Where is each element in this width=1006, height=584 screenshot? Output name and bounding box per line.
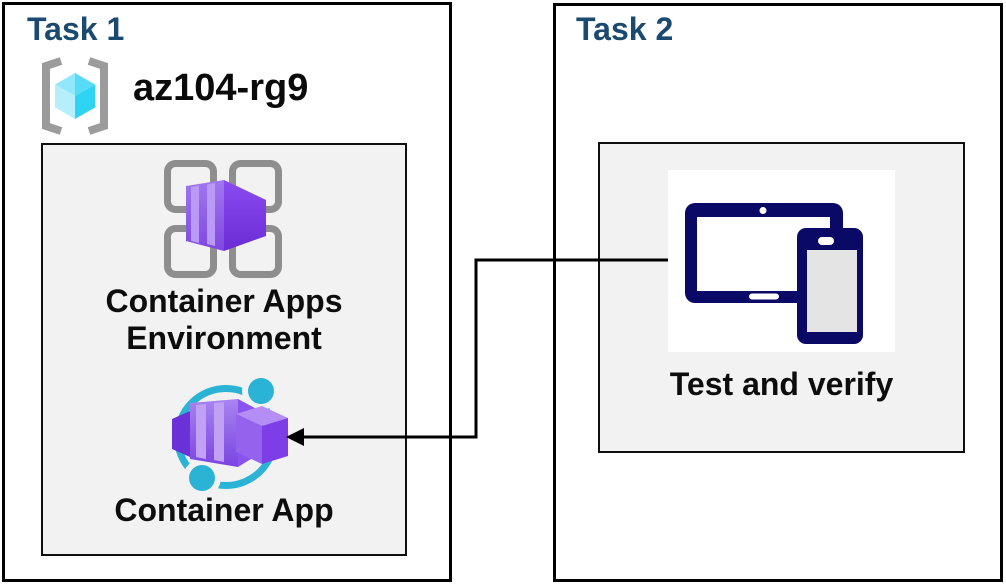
bracket-right [87,57,108,135]
container-apps-environment-icon [164,160,282,278]
verify-label: Test and verify [669,366,894,402]
task2-title: Task 2 [576,11,674,47]
tablet-home-button [749,293,779,300]
phone-speaker [818,237,834,245]
phone-screen [807,250,857,332]
resource-group-icon [33,57,117,135]
ring-dot-top [248,378,274,404]
resource-group-label: az104-rg9 [133,67,309,109]
task1-title: Task 1 [27,11,125,47]
container-box [186,180,266,251]
bracket-left [42,57,63,135]
ring-dot-bottom [189,465,215,491]
cube-shape [55,73,95,119]
devices-icon [683,198,863,348]
environment-label: Container Apps Environment [105,283,343,357]
tablet-camera [759,207,767,214]
app-container-box [172,399,288,467]
container-app-label: Container App [114,492,334,528]
phone [797,228,863,344]
container-app-icon [162,372,292,502]
